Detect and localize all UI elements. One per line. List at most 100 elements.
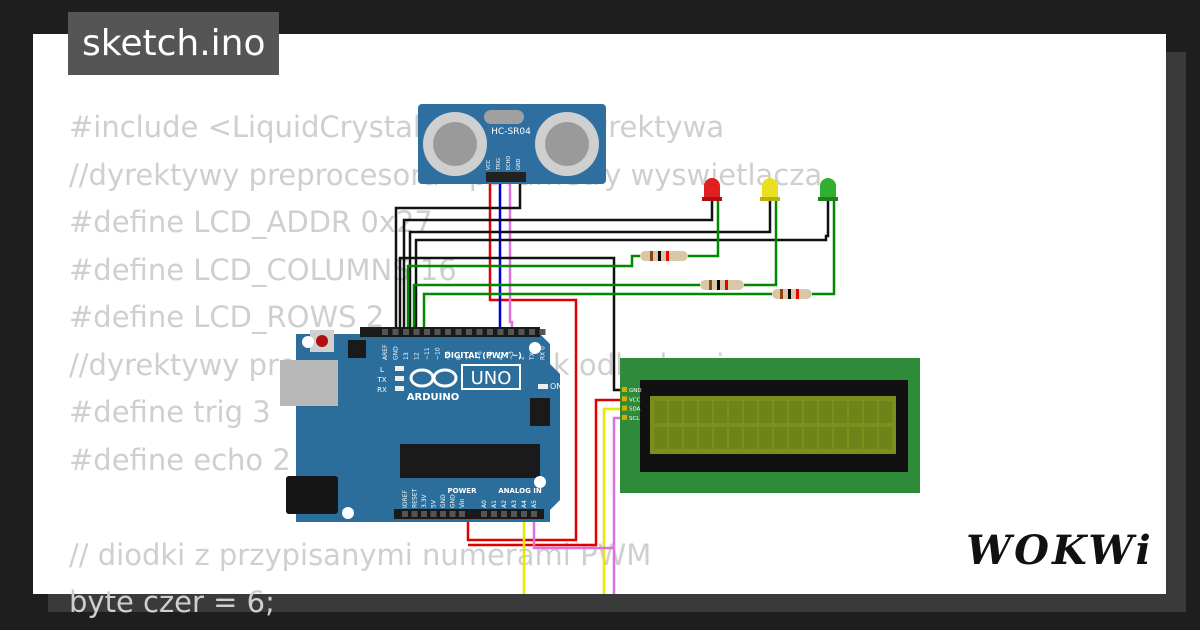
digital-pin[interactable] — [403, 329, 409, 335]
lcd-pin-label: SDA — [629, 407, 641, 413]
digital-pin-label: AREF — [382, 344, 389, 360]
power-pin-label: GND — [440, 494, 447, 508]
analog-pin[interactable] — [521, 511, 527, 517]
digital-label: DIGITAL (PWM ~) — [444, 351, 522, 360]
digital-pin[interactable] — [529, 329, 535, 335]
analog-pin[interactable] — [501, 511, 507, 517]
digital-pin[interactable] — [445, 329, 451, 335]
digital-pin[interactable] — [382, 329, 388, 335]
lcd-cell — [864, 401, 877, 423]
digital-pin-label: GND — [393, 346, 400, 360]
lcd-pin[interactable] — [622, 405, 627, 411]
board-led-label: TX — [376, 376, 386, 384]
code-line: #define echo 2 — [69, 442, 291, 477]
board-led — [395, 386, 404, 391]
analog-pin[interactable] — [511, 511, 517, 517]
lcd-cell — [699, 427, 712, 449]
lcd-pin[interactable] — [622, 414, 627, 420]
digital-pin-label: TX 1 — [529, 346, 536, 361]
code-line: // diodki z przypisanymi numerami PWM — [69, 537, 652, 572]
lcd-cell — [759, 401, 772, 423]
digital-pin[interactable] — [413, 329, 420, 335]
lcd-cell — [729, 427, 742, 449]
lcd-cell — [819, 401, 832, 423]
sensor-pin-label: TRIG — [496, 158, 502, 171]
lcd-pin[interactable] — [622, 396, 627, 402]
resistor-3[interactable] — [772, 289, 812, 299]
lcd-cell — [669, 427, 682, 449]
resistor-1[interactable] — [640, 251, 688, 261]
analog-pin-label: A4 — [521, 500, 528, 508]
lcd-cell — [804, 401, 817, 423]
digital-pin[interactable] — [392, 329, 399, 335]
lcd-pin[interactable] — [622, 387, 627, 392]
lcd-cell — [879, 427, 892, 449]
digital-pin-label: 2 — [519, 356, 526, 360]
led-yellow[interactable] — [760, 178, 780, 201]
board-model: UNO — [471, 368, 512, 389]
lcd-cell — [789, 401, 802, 423]
digital-pin-label: ~9 — [445, 351, 452, 360]
digital-pin[interactable] — [508, 329, 514, 335]
digital-pin[interactable] — [518, 329, 525, 335]
digital-pin[interactable] — [466, 329, 472, 335]
digital-pin-label: ~5 — [487, 351, 494, 360]
power-pin[interactable] — [421, 511, 427, 517]
lcd-cell — [744, 427, 757, 449]
lcd-cell — [669, 401, 682, 423]
board-led — [395, 376, 404, 381]
lcd-cell — [819, 427, 832, 449]
lcd-cell — [654, 401, 667, 423]
digital-pin[interactable] — [497, 329, 504, 335]
digital-pin-label: 13 — [403, 352, 410, 360]
analog-pin[interactable] — [491, 511, 497, 517]
lcd-cell — [849, 401, 862, 423]
lcd-cell — [729, 401, 742, 423]
resistor-2[interactable] — [700, 280, 744, 290]
ultrasonic-sensor[interactable]: HC-SR04 VCC TRIG ECHO GND — [418, 104, 606, 184]
analog-pin-label: A1 — [491, 500, 498, 508]
lcd-cell — [774, 401, 787, 423]
digital-pin-label: ~3 — [508, 351, 515, 360]
digital-pin[interactable] — [476, 329, 483, 335]
led-green[interactable] — [818, 178, 838, 201]
lcd-cell — [684, 427, 697, 449]
lcd-cell — [789, 427, 802, 449]
digital-pin[interactable] — [455, 329, 462, 335]
digital-pin-label: ~10 — [435, 347, 442, 360]
sensor-label: HC-SR04 — [491, 127, 531, 137]
analog-pin[interactable] — [531, 511, 537, 517]
power-pin[interactable] — [411, 511, 418, 517]
sensor-pin-label: GND — [516, 158, 522, 170]
board-led-label: L — [380, 366, 384, 374]
power-pin[interactable] — [459, 511, 465, 517]
sensor-pin-label: ECHO — [506, 156, 512, 170]
code-line: #define LCD_ROWS 2 — [69, 300, 385, 334]
digital-pin[interactable] — [424, 329, 430, 335]
digital-pin-label: ~11 — [424, 347, 431, 360]
usb-port — [280, 360, 338, 406]
power-pin[interactable] — [430, 511, 437, 517]
power-jack — [286, 476, 338, 514]
lcd-cell — [654, 427, 667, 449]
led-red[interactable] — [702, 178, 722, 201]
lcd-cell — [834, 427, 847, 449]
lcd-cell — [684, 401, 697, 423]
digital-pin[interactable] — [539, 329, 546, 335]
power-pin[interactable] — [402, 511, 408, 517]
lcd-cell — [879, 401, 892, 423]
analog-pin[interactable] — [481, 511, 487, 517]
lcd-pin-label: GND — [629, 388, 642, 394]
analog-pin-label: A5 — [531, 500, 538, 508]
digital-pin[interactable] — [487, 329, 493, 335]
digital-pin-label: 7 — [466, 356, 473, 360]
sensor-pin-label: VCC — [486, 159, 492, 170]
power-pin-label: Vin — [459, 498, 466, 508]
power-label: POWER — [448, 487, 478, 495]
digital-pin[interactable] — [434, 329, 441, 335]
power-pin[interactable] — [440, 511, 446, 517]
power-pin[interactable] — [449, 511, 456, 517]
file-tab-label[interactable]: sketch.ino — [68, 12, 280, 75]
